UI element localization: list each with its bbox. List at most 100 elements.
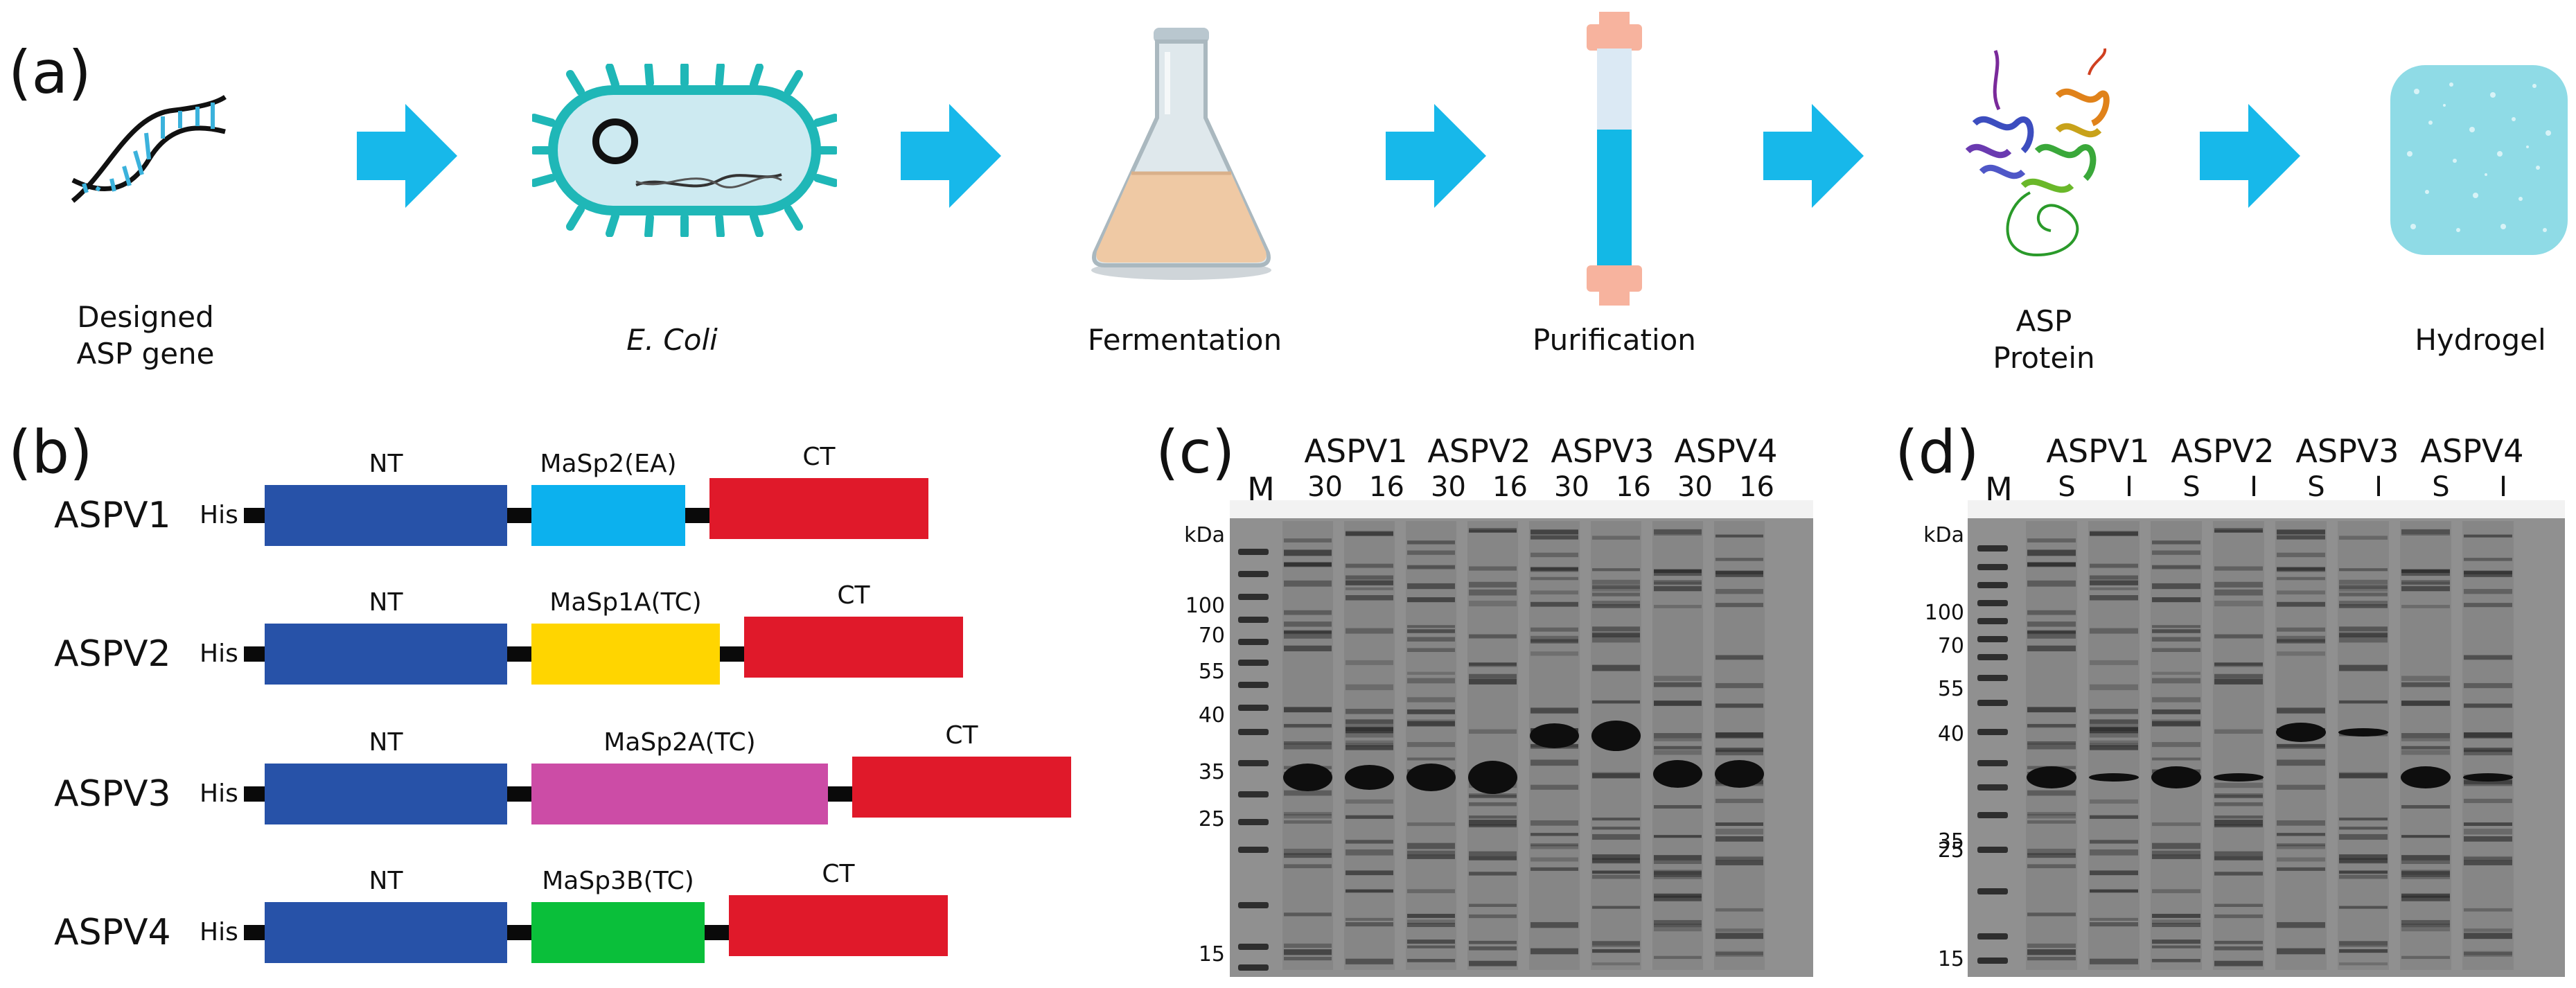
protein-band: [1346, 799, 1393, 804]
protein-band: [1407, 850, 1455, 856]
mw-marker-label: 100: [1185, 594, 1225, 618]
marker-lane-label: M: [1985, 470, 2013, 508]
protein-band: [2214, 589, 2263, 596]
protein-band: [1284, 864, 1332, 869]
protein-band: [1654, 928, 1702, 932]
protein-band: [2027, 549, 2076, 556]
protein-band: [1284, 741, 1332, 745]
protein-band: [1654, 871, 1702, 877]
protein-band: [2152, 742, 2200, 748]
protein-band: [1346, 743, 1393, 747]
protein-band: [1654, 924, 1702, 928]
marker-band: [1238, 682, 1269, 688]
protein-band: [2401, 682, 2450, 687]
protein-band: [2152, 583, 2200, 590]
protein-band: [1407, 709, 1455, 714]
protein-band: [2464, 655, 2512, 660]
protein-band: [1469, 815, 1517, 819]
protein-band: [1530, 833, 1578, 836]
repeat-domain-label: MaSp1A(TC): [549, 588, 702, 617]
protein-band: [1530, 552, 1578, 558]
protein-band: [1346, 709, 1393, 714]
lane-label: 16: [1492, 471, 1528, 503]
marker-band: [1238, 639, 1269, 645]
protein-band: [2152, 854, 2200, 859]
protein-band: [1469, 802, 1517, 806]
protein-band: [2464, 829, 2512, 835]
ct-domain-label: CT: [802, 443, 836, 471]
protein-band: [2027, 630, 2076, 635]
protein-band: [2277, 552, 2325, 558]
protein-band: [2464, 703, 2512, 708]
protein-band: [1407, 923, 1455, 928]
marker-band: [1238, 964, 1269, 971]
protein-band: [2027, 580, 2076, 587]
protein-band: [1715, 933, 1763, 940]
protein-band: [2214, 795, 2263, 799]
repeat-domain-label: MaSp3B(TC): [542, 867, 694, 895]
protein-band: [1592, 585, 1640, 592]
protein-band: [1284, 723, 1332, 727]
lane-smear: [1282, 521, 1333, 970]
protein-band: [2401, 835, 2450, 838]
nt-domain-label: NT: [369, 728, 403, 757]
protein-band: [1346, 660, 1393, 665]
protein-band: [2339, 664, 2388, 671]
target-protein-band: [2214, 773, 2264, 782]
protein-band: [1407, 671, 1455, 675]
protein-band: [2214, 820, 2263, 826]
ct-domain-label: CT: [837, 581, 870, 610]
right-arrow-icon: [2200, 104, 2300, 208]
protein-band: [1592, 827, 1640, 830]
protein-band: [2214, 802, 2263, 806]
nt-domain-label: NT: [369, 867, 403, 895]
protein-band: [2339, 626, 2388, 632]
protein-band: [2401, 876, 2450, 879]
protein-band: [2090, 564, 2138, 567]
protein-band: [1715, 534, 1763, 538]
protein-band: [2277, 845, 2325, 849]
protein-band: [1346, 684, 1393, 691]
protein-band: [2401, 855, 2450, 861]
lane-group-label: ASPV4: [2420, 432, 2524, 470]
marker-band: [1977, 675, 2008, 681]
protein-band: [2277, 948, 2325, 955]
protein-band: [1469, 581, 1517, 588]
protein-band: [2027, 707, 2076, 713]
protein-band: [2401, 676, 2450, 681]
protein-band: [2152, 565, 2200, 570]
marker-band: [1977, 700, 2008, 706]
protein-band: [2090, 563, 2138, 569]
lane-smear: [1714, 521, 1765, 970]
protein-band: [2339, 854, 2388, 860]
protein-band: [1654, 738, 1702, 741]
protein-band: [2464, 836, 2512, 842]
protein-band: [1592, 858, 1640, 863]
protein-band: [1715, 928, 1763, 933]
protein-band: [2027, 621, 2076, 627]
marker-band: [1977, 564, 2008, 570]
protein-band: [2152, 822, 2200, 827]
protein-band: [1284, 956, 1332, 961]
protein-band: [2152, 945, 2200, 949]
protein-band: [1284, 707, 1332, 713]
protein-band: [1346, 922, 1393, 927]
protein-band: [2401, 700, 2450, 706]
protein-band: [1592, 626, 1640, 632]
ct-domain: [709, 478, 928, 539]
protein-band: [1530, 590, 1578, 594]
protein-band: [2464, 856, 2512, 861]
protein-band: [2401, 928, 2450, 932]
protein-band: [2152, 678, 2200, 684]
protein-band: [2027, 811, 2076, 816]
protein-band: [2464, 750, 2512, 756]
protein-band: [2277, 576, 2325, 581]
marker-band: [1977, 784, 2008, 791]
protein-band: [1346, 719, 1393, 724]
protein-band: [1407, 597, 1455, 603]
protein-band: [2090, 719, 2138, 724]
protein-band: [1592, 604, 1640, 608]
protein-band: [1346, 840, 1393, 844]
protein-band: [2339, 949, 2388, 953]
protein-band: [1654, 893, 1702, 898]
